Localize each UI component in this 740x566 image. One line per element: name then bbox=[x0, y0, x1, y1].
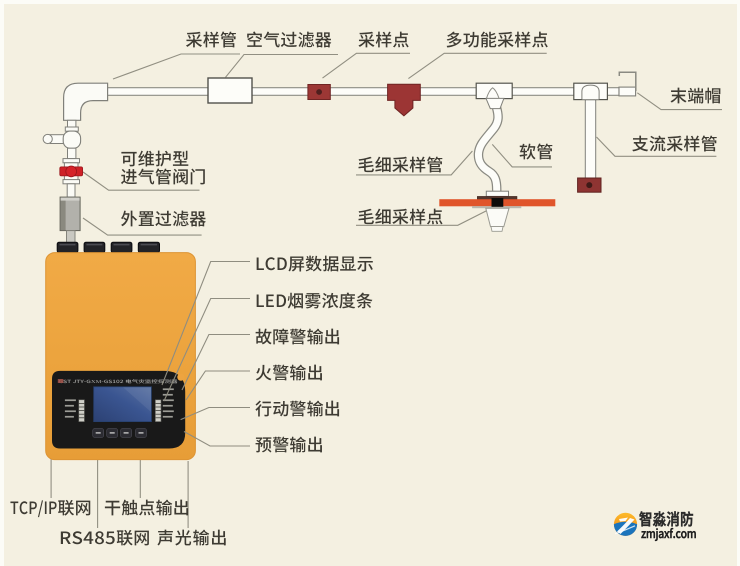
svg-text:GST JTY-GXM-GS102 电气灾监控探测器: GST JTY-GXM-GS102 电气灾监控探测器 bbox=[59, 379, 179, 385]
